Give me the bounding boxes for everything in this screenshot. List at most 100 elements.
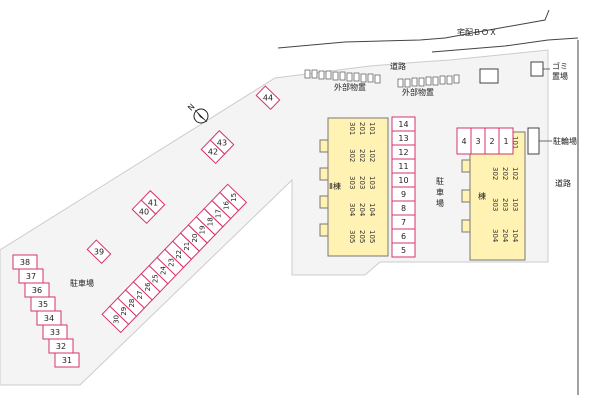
storage-shed <box>425 76 432 86</box>
storage-right-label: 外部物置 <box>402 87 434 97</box>
storage-shed <box>374 74 381 84</box>
road-edge-line <box>277 37 446 49</box>
parking-space-number: 37 <box>26 272 36 281</box>
room-number: 102 <box>368 149 376 162</box>
parking-space-number: 20 <box>191 234 199 243</box>
storage-shed <box>397 78 404 88</box>
room-number: 301 <box>348 122 356 135</box>
building-1-notch <box>461 189 471 203</box>
parking-space-number: 9 <box>401 190 406 199</box>
parking-space-number: 24 <box>159 266 167 275</box>
room-number: 104 <box>368 203 376 217</box>
road-edge-line-2 <box>444 9 550 39</box>
storage-shed <box>318 70 325 80</box>
trash-label-line2: 置場 <box>552 71 568 81</box>
parking-space-number: 35 <box>38 300 48 309</box>
parking-space-number: 21 <box>183 242 191 251</box>
parking-space-number: 13 <box>398 134 408 143</box>
trash-label-line1: ゴミ <box>552 61 568 71</box>
room-number: 103 <box>368 176 376 189</box>
parking-space-number: 33 <box>50 328 60 337</box>
storage-shed <box>325 70 332 80</box>
parking-space-group: 15 <box>219 183 248 212</box>
road-right-label: 道路 <box>555 178 571 188</box>
parking-space <box>498 127 514 155</box>
parking-space-number: 26 <box>144 282 152 291</box>
building-1-notch <box>461 159 471 173</box>
parking-space-number: 19 <box>199 225 207 234</box>
parking-space <box>255 85 281 111</box>
parking-space-number: 39 <box>94 248 104 257</box>
parking-space-number: 16 <box>222 201 230 210</box>
room-number: 104 <box>511 229 519 243</box>
parking-single-44: 44 <box>255 85 281 111</box>
room-number: 302 <box>348 149 356 162</box>
room-number: 204 <box>358 203 366 217</box>
parking-space-number: 15 <box>230 193 238 202</box>
parking-center-label-1: 駐 <box>436 176 444 186</box>
parking-center-label-3: 場 <box>436 198 444 208</box>
storage-shed <box>304 69 311 79</box>
parking-space-number: 34 <box>44 314 54 323</box>
storage-shed <box>404 78 411 88</box>
room-number: 203 <box>358 176 366 189</box>
parking-space-number: 27 <box>136 290 144 299</box>
building-2-label: Ⅱ棟 <box>329 181 341 191</box>
room-number: 101 <box>511 136 519 149</box>
storage-shed <box>360 73 367 83</box>
storage-shed <box>339 71 346 81</box>
room-number: 201 <box>358 122 366 135</box>
room-number: 105 <box>368 230 376 243</box>
parking-space <box>219 183 248 212</box>
parking-space-number: 3 <box>475 137 480 146</box>
room-number: 202 <box>501 167 509 180</box>
storage-shed <box>353 72 360 82</box>
parking-space-number: 7 <box>401 218 406 227</box>
road-top-label: 道路 <box>390 61 406 71</box>
parking-space-number: 23 <box>167 258 175 267</box>
parking-space-number: 10 <box>398 176 408 185</box>
building-1-notch <box>461 219 471 233</box>
building-2-notch <box>319 139 329 153</box>
parking-space-number: 32 <box>56 342 66 351</box>
storage-shed <box>311 69 318 79</box>
parking-space <box>391 242 416 258</box>
parking-left-label: 駐車場 <box>70 278 94 288</box>
storage-shed <box>346 72 353 82</box>
room-number: 202 <box>358 149 366 162</box>
north-arrow: N <box>186 102 209 124</box>
parking-space-number: 1 <box>503 137 508 146</box>
north-label: N <box>186 102 197 113</box>
parking-space-number: 30 <box>112 315 120 324</box>
building-2-notch <box>319 223 329 237</box>
room-number: 305 <box>348 230 356 243</box>
parking-space-number: 38 <box>20 258 30 267</box>
storage-shed <box>439 75 446 85</box>
parking-space-number: 36 <box>32 286 42 295</box>
parking-single-39: 39 <box>86 239 112 265</box>
bicycle-label: 駐輪場 <box>553 136 577 146</box>
trash-area <box>530 61 544 77</box>
storage-sheds <box>304 69 460 88</box>
parking-space-number: 43 <box>217 138 227 147</box>
room-number: 204 <box>501 229 509 243</box>
building-2 <box>319 117 389 257</box>
storage-shed <box>453 74 460 84</box>
building-1-label: 棟 <box>478 191 486 201</box>
room-number: 203 <box>501 198 509 211</box>
delivery-box <box>479 68 499 84</box>
room-number: 101 <box>368 122 376 135</box>
parking-space-number: 40 <box>139 208 149 217</box>
parking-space-number: 41 <box>148 198 158 207</box>
building-2-body <box>327 117 389 257</box>
storage-shed <box>418 77 425 87</box>
parking-space-number: 4 <box>461 137 466 146</box>
storage-shed <box>432 76 439 86</box>
room-number: 103 <box>511 198 519 211</box>
parking-space-number: 6 <box>401 232 406 241</box>
